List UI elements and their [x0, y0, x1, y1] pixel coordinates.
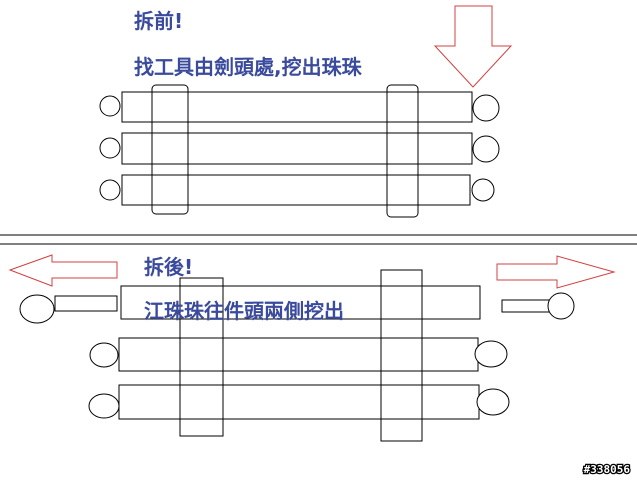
pin-right: [501, 299, 551, 313]
bead-left-middle: [89, 342, 119, 368]
bead-left-bottom: [88, 393, 120, 419]
bead-out-left: [19, 294, 55, 324]
bead-left-3: [99, 179, 121, 201]
slat-top: [120, 285, 481, 320]
bead-left-2: [99, 137, 121, 159]
right-arrow-icon: [496, 255, 616, 289]
watermark-text: #338056: [584, 463, 631, 476]
pin-left: [54, 295, 118, 312]
before-section: 拆前! 找工具由劍頭處,挖出珠珠: [99, 5, 513, 218]
strip-right: [386, 84, 419, 218]
slat-bottom: [118, 384, 480, 420]
before-title: 拆前!: [134, 9, 183, 33]
after-section: 拆後! 江珠珠往件頭兩側挖出: [8, 254, 616, 442]
slat-middle: [118, 337, 479, 372]
slat-3: [121, 174, 471, 206]
strip-right: [380, 269, 423, 442]
bead-right-3: [471, 178, 495, 202]
before-instruction: 找工具由劍頭處,挖出珠珠: [134, 55, 363, 79]
down-arrow-icon: [433, 5, 513, 88]
bead-right-2: [472, 135, 500, 163]
after-instruction: 江珠珠往件頭兩側挖出: [144, 299, 344, 323]
strip-left: [151, 84, 189, 215]
bead-out-right: [547, 292, 575, 320]
bead-right-1: [472, 94, 500, 122]
after-title: 拆後!: [144, 255, 193, 279]
left-arrow-icon: [8, 254, 118, 287]
strip-left: [179, 277, 224, 437]
bead-left-1: [99, 95, 121, 117]
slat-1: [121, 91, 473, 123]
bead-right-middle: [474, 340, 508, 368]
slat-2: [121, 132, 473, 165]
bead-right-bottom: [476, 388, 510, 416]
